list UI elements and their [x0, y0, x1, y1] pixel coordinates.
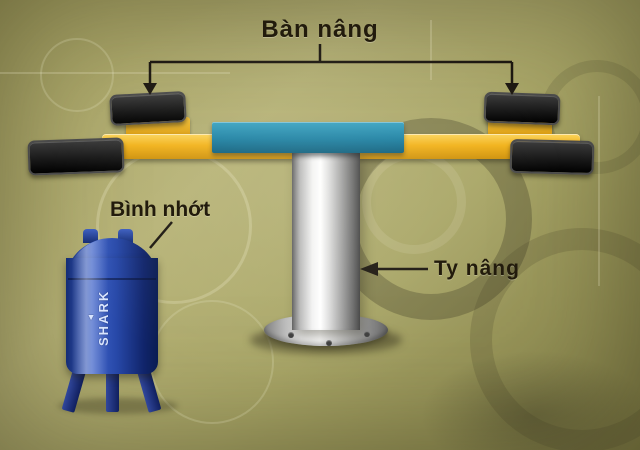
- oil-tank: ▲ SHARK: [66, 226, 158, 402]
- tank-brand-text: SHARK: [96, 289, 111, 347]
- rubber-pad-outer-right: [509, 138, 595, 176]
- tank-cap: [83, 229, 98, 243]
- rubber-pad-top-right: [483, 91, 561, 126]
- tank-leg-center: [106, 368, 119, 412]
- oil-tank-label: Bình nhớt: [110, 198, 211, 221]
- circuit-trace: [430, 20, 432, 80]
- tank-brand: ▲ SHARK: [86, 270, 111, 366]
- piston-label: Ty nâng: [434, 257, 520, 280]
- bracket-line: [148, 44, 514, 84]
- circuit-trace: [0, 72, 230, 74]
- platform-label: Bàn nâng: [261, 16, 379, 43]
- platform-center-plate: [212, 122, 404, 153]
- tank-weld-line: [68, 278, 156, 280]
- tank-body: [66, 258, 158, 374]
- circuit-trace: [598, 96, 600, 286]
- base-bolt: [288, 332, 294, 338]
- base-bolt: [364, 331, 370, 337]
- background-shadow-blob: [420, 350, 640, 450]
- rubber-pad-outer-left: [27, 137, 125, 176]
- base-bolt: [326, 340, 332, 346]
- background-ring: [40, 38, 114, 112]
- lift-piston: [292, 152, 360, 330]
- background-ring: [362, 150, 466, 254]
- shark-logo-icon: ▲: [86, 313, 96, 323]
- rubber-pad-top-left: [109, 91, 187, 126]
